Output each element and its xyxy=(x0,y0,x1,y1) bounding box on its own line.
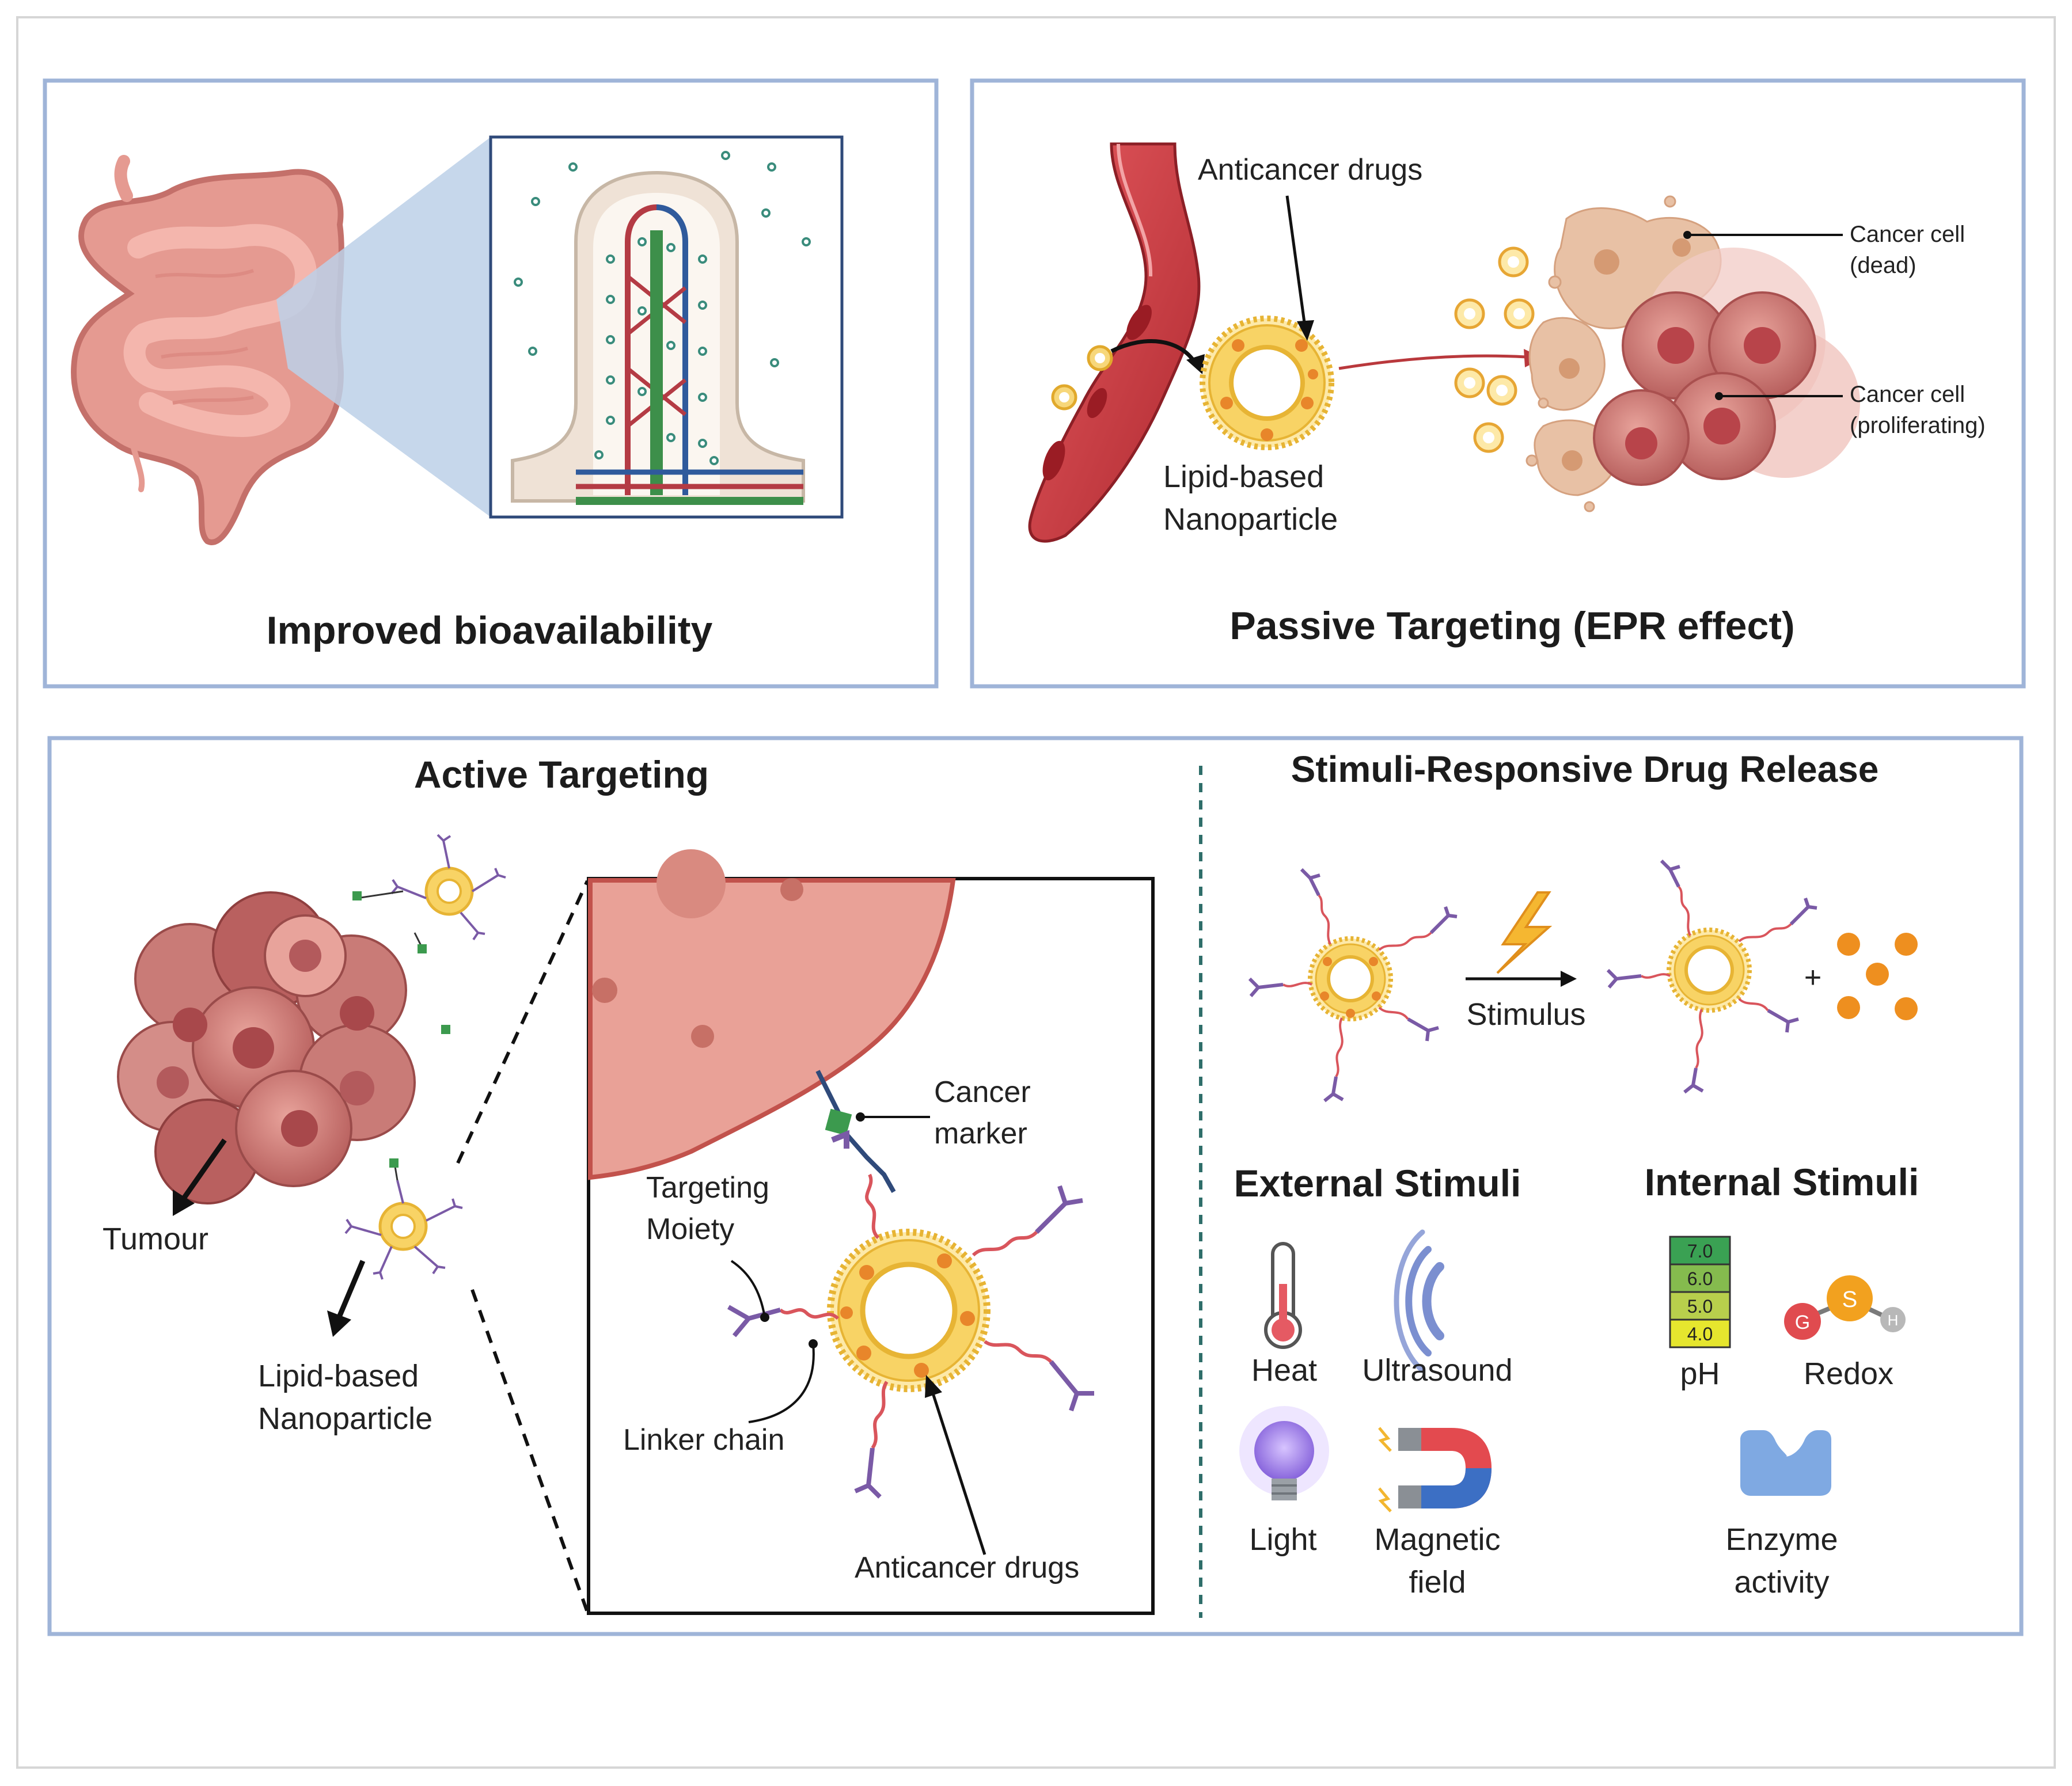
dead-cell-label-2: (dead) xyxy=(1850,253,1917,278)
external-stimuli-title: External Stimuli xyxy=(1234,1162,1521,1204)
active-drugs-label: Anticancer drugs xyxy=(855,1551,1079,1584)
redox-molecule-icon xyxy=(1784,1275,1906,1340)
redox-s-letter: S xyxy=(1842,1287,1858,1312)
blood-vessel xyxy=(1028,142,1201,543)
bioavailability-title: Improved bioavailability xyxy=(267,609,713,652)
passive-drugs-label: Anticancer drugs xyxy=(1198,153,1422,187)
cancer-marker-label-1: Cancer xyxy=(934,1076,1031,1109)
villus-inset xyxy=(489,135,844,519)
active-small-nanoparticles xyxy=(344,834,506,1280)
tumour-label: Tumour xyxy=(103,1222,208,1256)
active-np-label-2: Nanoparticle xyxy=(258,1401,432,1436)
internal-stimuli-title: Internal Stimuli xyxy=(1645,1161,1919,1203)
plus-sign: + xyxy=(1804,961,1821,994)
np-after-release xyxy=(1606,859,1817,1094)
thermometer-icon xyxy=(1264,1242,1302,1349)
enzyme-label-2: activity xyxy=(1734,1565,1829,1599)
ph-scale-icon xyxy=(1669,1236,1731,1348)
magnetic-label-1: Magnetic xyxy=(1374,1522,1500,1557)
active-np-label-1: Lipid-based xyxy=(258,1359,419,1393)
passive-nanoparticle xyxy=(1200,316,1334,450)
ultrasound-icon xyxy=(1394,1229,1444,1373)
moiety-label-2: Moiety xyxy=(646,1213,734,1246)
passive-title: Passive Targeting (EPR effect) xyxy=(1229,604,1794,648)
ultrasound-label: Ultrasound xyxy=(1362,1353,1512,1388)
passive-np-label-1: Lipid-based xyxy=(1163,459,1324,494)
exit-arrow xyxy=(1110,339,1197,364)
intestine-illustration xyxy=(71,155,344,545)
lightning-icon xyxy=(1496,891,1553,974)
redox-label: Redox xyxy=(1804,1356,1893,1391)
light-label: Light xyxy=(1249,1522,1316,1557)
redox-h-letter: H xyxy=(1888,1312,1899,1329)
tumour-cluster xyxy=(117,891,416,1204)
magnetic-label-2: field xyxy=(1409,1565,1466,1599)
stimuli-title: Stimuli-Responsive Drug Release xyxy=(1291,748,1879,790)
dead-cell-label-1: Cancer cell xyxy=(1850,222,1965,247)
redox-g-letter: G xyxy=(1795,1312,1810,1333)
linker-label: Linker chain xyxy=(623,1423,784,1457)
magnet-icon xyxy=(1378,1427,1492,1513)
np-before-release xyxy=(1248,868,1458,1103)
cancer-marker-label-2: marker xyxy=(934,1117,1027,1150)
prolif-cell-label-2: (proliferating) xyxy=(1850,413,1986,438)
passive-np-label-2: Nanoparticle xyxy=(1163,502,1338,537)
ph-label: pH xyxy=(1680,1356,1720,1391)
enzyme-label-1: Enzyme xyxy=(1725,1522,1838,1557)
proliferating-cancer-cells xyxy=(1593,248,1860,486)
released-drugs xyxy=(1837,933,1918,1020)
ph-value-1: 7.0 xyxy=(1687,1241,1713,1261)
enzyme-icon xyxy=(1740,1430,1831,1496)
outer-frame xyxy=(16,16,2056,1769)
heat-label: Heat xyxy=(1251,1353,1317,1388)
light-bulb-icon xyxy=(1239,1406,1329,1500)
active-title: Active Targeting xyxy=(414,753,709,796)
ph-value-3: 5.0 xyxy=(1687,1296,1713,1317)
zoom-wedge xyxy=(276,137,491,517)
stimulus-label: Stimulus xyxy=(1466,997,1585,1032)
prolif-cell-label-1: Cancer cell xyxy=(1850,382,1965,407)
active-zoom-box xyxy=(587,849,1155,1615)
moiety-label-1: Targeting xyxy=(646,1171,769,1204)
ph-value-2: 6.0 xyxy=(1687,1268,1713,1289)
ph-value-4: 4.0 xyxy=(1687,1324,1713,1344)
